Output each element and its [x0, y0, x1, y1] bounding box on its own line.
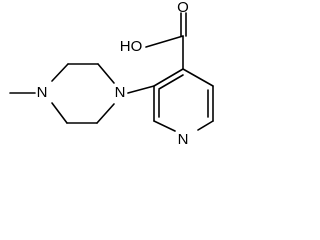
atom-label-pyridine-n: N — [178, 131, 189, 148]
carboxylic-acid-group — [145, 12, 187, 70]
structure-diagram: HO O N N N — [0, 0, 246, 155]
atom-label-piperazine-n-aryl: N — [115, 84, 126, 101]
pyridine-ring — [153, 68, 214, 132]
bond-piperazine-pyridine — [127, 85, 155, 94]
bond-pz-3 — [51, 63, 69, 82]
bond-c3-ring-inner — [158, 74, 184, 90]
bond-pz-1 — [97, 63, 115, 84]
bond-c3-ring — [153, 68, 184, 87]
bond-c5-c6 — [197, 120, 214, 131]
atom-label-piperazine-n-methyl: N — [37, 84, 48, 101]
atom-label-hydroxyl: HO — [120, 38, 143, 55]
bond-c-oh — [145, 35, 184, 48]
atom-label-carbonyl-oxygen: O — [177, 0, 189, 16]
bond-c3-c4 — [182, 68, 214, 87]
bond-pz-4 — [51, 102, 68, 124]
bond-n1-c2 — [153, 120, 176, 132]
piperazine-ring — [51, 63, 115, 124]
molecule-drawing: HO O N N N — [9, 0, 214, 148]
bond-pz-6 — [96, 103, 115, 124]
